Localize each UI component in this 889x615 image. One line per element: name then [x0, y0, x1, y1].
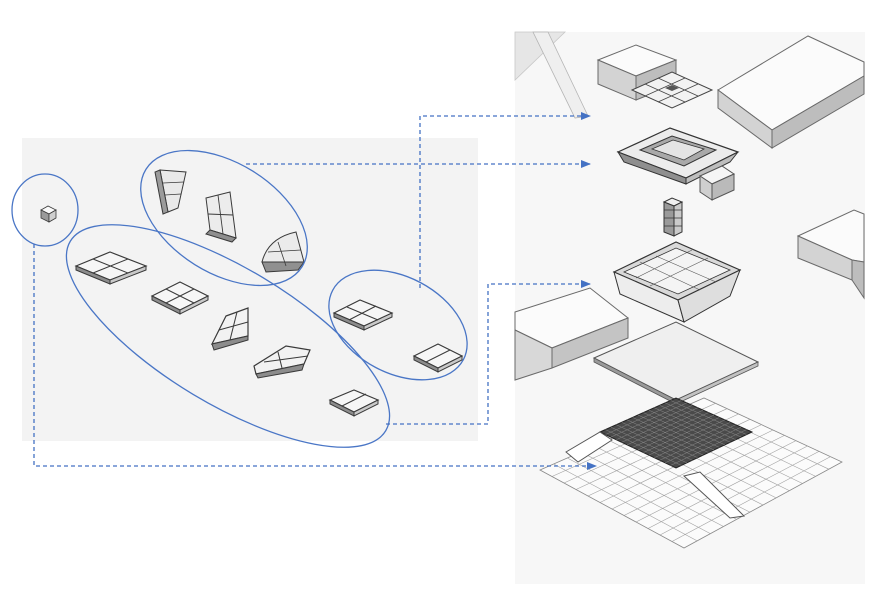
dark-grid-line — [659, 424, 736, 461]
dark-grid-line — [643, 412, 720, 448]
ground-grid-layer — [539, 397, 843, 549]
single-cube-module — [40, 205, 57, 223]
left-panel-background — [22, 138, 478, 441]
dark-grid-line — [654, 407, 731, 443]
dark-grid-line — [648, 419, 725, 456]
curved-module-2 — [205, 191, 237, 243]
context-buildings — [514, 31, 865, 381]
window-module-2 — [412, 343, 464, 373]
floor-slab-layer — [592, 321, 760, 405]
column-tower-layer — [662, 197, 684, 237]
ground-grid-line — [659, 451, 820, 536]
single-cube-group-outline — [11, 173, 79, 247]
curved-modules-group-outline — [140, 149, 308, 287]
dark-grid-line — [659, 405, 736, 440]
dark-grid-line — [637, 414, 715, 451]
connector-floor-to-wall — [386, 280, 591, 425]
dark-grid-line — [643, 417, 720, 453]
dark-grid-line — [665, 426, 742, 464]
floor-module-5 — [328, 389, 380, 417]
right-panel — [514, 31, 865, 584]
roof-frame-layer — [616, 127, 740, 201]
wall-enclosure-layer — [612, 241, 742, 323]
dark-grid-line — [670, 429, 747, 466]
floor-module-4 — [253, 345, 311, 379]
window-module-1 — [332, 299, 394, 331]
floor-module-1 — [74, 251, 148, 285]
dark-grid-line — [648, 409, 725, 446]
curved-module-3 — [261, 231, 305, 273]
floor-modules-group-outline — [65, 224, 391, 448]
ground-grid-line — [671, 456, 831, 542]
connector-cube-to-ground — [33, 244, 597, 470]
left-panel — [11, 138, 478, 448]
dark-grid-line — [665, 402, 742, 438]
floor-module-2 — [150, 281, 210, 315]
connectors — [33, 112, 597, 470]
dark-grid-line — [670, 400, 747, 435]
window-modules-group-outline — [328, 269, 468, 381]
connector-window-to-lattice — [419, 112, 591, 288]
curved-module-1 — [154, 169, 187, 215]
floor-module-3 — [210, 307, 249, 351]
roof-lattice-layer — [630, 71, 714, 109]
dark-grid-line — [654, 422, 731, 458]
